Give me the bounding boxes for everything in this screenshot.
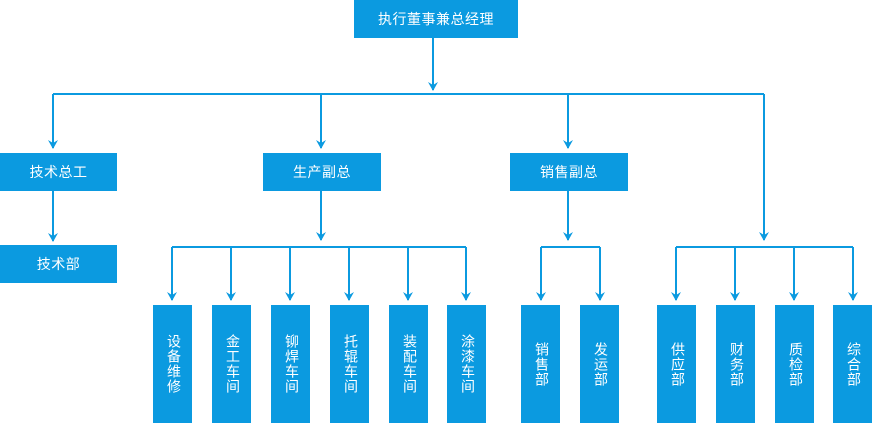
production-vp-box: 生产副总: [263, 153, 381, 191]
production-unit-6: 涂漆车间: [447, 305, 486, 423]
general-unit-2: 财务部: [716, 305, 755, 423]
production-unit-2: 金工车间: [212, 305, 251, 423]
production-unit-4: 托辊车间: [330, 305, 369, 423]
general-unit-1: 供应部: [657, 305, 696, 423]
sales-unit-1: 销售部: [521, 305, 560, 423]
tech-dept-box: 技术部: [0, 245, 117, 283]
ceo-box: 执行董事兼总经理: [354, 0, 518, 38]
production-unit-3: 铆焊车间: [271, 305, 310, 423]
general-unit-3: 质检部: [775, 305, 814, 423]
production-unit-5: 装配车间: [389, 305, 428, 423]
general-unit-4: 综合部: [833, 305, 872, 423]
sales-vp-box: 销售副总: [510, 153, 628, 191]
sales-unit-2: 发运部: [580, 305, 619, 423]
tech-chief-box: 技术总工: [0, 153, 117, 191]
production-unit-1: 设备维修: [153, 305, 192, 423]
